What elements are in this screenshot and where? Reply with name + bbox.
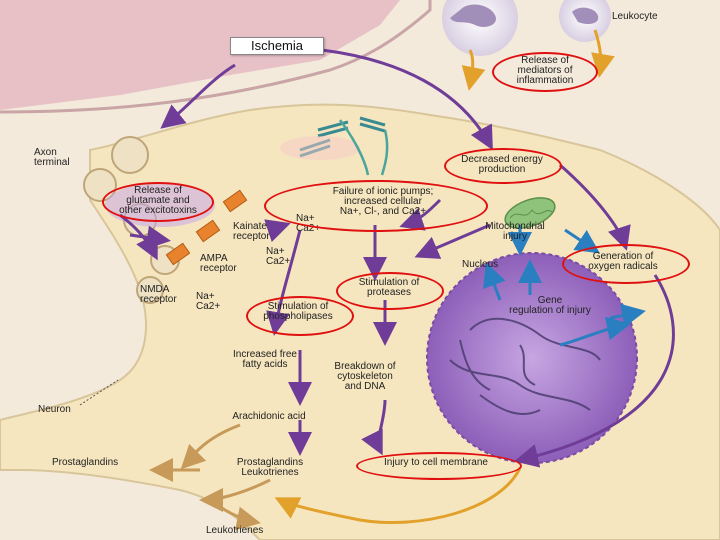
label-nucleus: Nucleus — [462, 259, 499, 270]
ampa-receptor-shape — [195, 219, 221, 243]
label-leukocyte: Leukocyte — [612, 11, 658, 22]
label-ischemia: Ischemia — [230, 37, 324, 55]
tissue-region — [0, 0, 400, 110]
highlight-oxygen-radicals — [562, 244, 690, 284]
label-gene-regulation: Gene regulation of injury — [509, 295, 591, 316]
highlight-phospholipases — [246, 296, 354, 336]
label-leukotrienes: Leukotrienes — [206, 525, 264, 536]
label-na-ca-2: Na+ Ca2+ — [266, 246, 291, 267]
label-ampa: AMPA receptor — [200, 253, 237, 274]
highlight-mediators — [492, 52, 598, 92]
label-prost-leuko: Prostaglandins Leukotrienes — [236, 457, 304, 478]
highlight-proteases — [336, 272, 444, 310]
label-neuron: Neuron — [38, 404, 71, 415]
label-cytoskeleton: Breakdown of cytoskeleton and DNA — [334, 361, 396, 392]
nucleus-shape — [426, 252, 638, 464]
highlight-glutamate — [102, 182, 214, 222]
nmda-receptor-shape — [165, 242, 191, 266]
label-free-fatty-acids: Increased free fatty acids — [233, 349, 297, 370]
highlight-decreased-energy — [444, 148, 562, 184]
label-nmda: NMDA receptor — [140, 284, 177, 305]
label-axon-terminal: Axon terminal — [34, 147, 70, 168]
label-arachidonic: Arachidonic acid — [232, 411, 306, 422]
label-kainate: Kainate receptor — [233, 221, 270, 242]
label-mito-injury: Mitochondrial injury — [485, 221, 545, 242]
highlight-failure-pumps — [264, 180, 488, 232]
label-prostaglandins: Prostaglandins — [52, 457, 119, 468]
kainate-receptor-shape — [222, 189, 248, 213]
highlight-injury-membrane — [356, 452, 522, 480]
label-na-ca-3: Na+ Ca2+ — [196, 291, 221, 312]
